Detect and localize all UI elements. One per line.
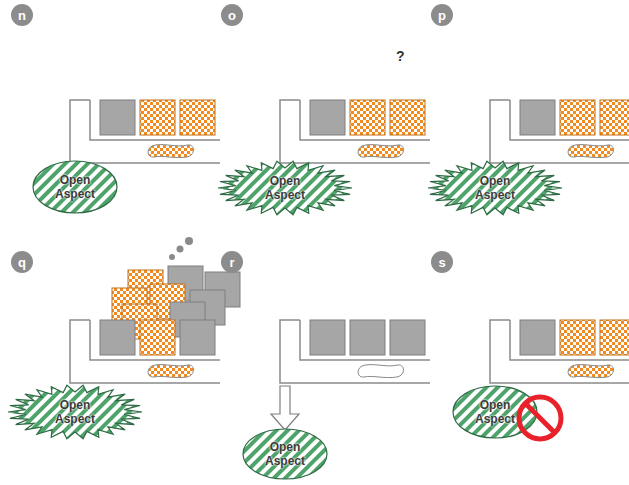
orange-block (390, 100, 425, 135)
tray-r (271, 320, 430, 430)
prohibition-sign (519, 397, 561, 439)
blob (358, 145, 403, 158)
burst-outline (8, 385, 142, 439)
gray-block (180, 320, 215, 355)
tray-frame (70, 320, 220, 383)
gray-block (350, 320, 385, 355)
gray-block (100, 320, 135, 355)
orange-block (350, 100, 385, 135)
open-aspect-text: Open Aspect (260, 440, 310, 468)
open-aspect-text: Open Aspect (50, 173, 100, 201)
tray-frame (490, 100, 629, 163)
question-mark: ? (396, 48, 405, 64)
blob (568, 365, 613, 378)
tray-n (70, 100, 220, 163)
tray-q (70, 237, 240, 383)
orange-block (560, 100, 595, 135)
tray-frame (490, 320, 629, 383)
panel-letter: p (431, 4, 453, 26)
gray-block (310, 100, 345, 135)
down-arrow (271, 386, 299, 430)
tray-s (490, 320, 629, 383)
orange-block (600, 320, 629, 355)
burst-outline (428, 161, 562, 215)
open-aspect-text: Open Aspect (260, 174, 310, 202)
blob (568, 145, 613, 158)
panel-letter: s (431, 251, 453, 273)
panel-letter: o (221, 4, 243, 26)
orange-block (560, 320, 595, 355)
panel-letter: q (11, 251, 33, 273)
tray-frame (280, 320, 430, 383)
panel-letter-text: s (438, 256, 445, 269)
open-aspect-ellipse: Open Aspect (452, 385, 538, 439)
open-aspect-burst: Open Aspect (7, 384, 143, 440)
open-aspect-text: Open Aspect (470, 398, 520, 426)
open-aspect-text: Open Aspect (470, 174, 520, 202)
tray-o (280, 100, 430, 163)
open-aspect-text: Open Aspect (50, 398, 100, 426)
ellipse-outline (243, 429, 327, 479)
panel-letter: r (221, 251, 243, 273)
blob (148, 365, 193, 378)
gray-block (100, 100, 135, 135)
open-aspect-ellipse: Open Aspect (32, 160, 118, 214)
orange-block (140, 100, 175, 135)
panel-letter-text: r (229, 256, 234, 269)
tray-frame (280, 100, 430, 163)
orange-block (180, 100, 215, 135)
burst-outline (218, 161, 352, 215)
gray-block (310, 320, 345, 355)
orange-block (600, 100, 629, 135)
ellipse-outline (33, 161, 117, 213)
ellipse-outline (453, 386, 537, 438)
panel-letter-text: o (228, 9, 236, 22)
panel-letter-text: n (18, 9, 26, 22)
ellipsis-dots (169, 237, 193, 260)
panel-letter-text: p (438, 9, 446, 22)
gray-block (520, 320, 555, 355)
empty-blob (358, 365, 403, 378)
open-aspect-burst: Open Aspect (217, 160, 353, 216)
panel-letter-text: q (18, 256, 26, 269)
panel-letter: n (11, 4, 33, 26)
tray-frame (70, 100, 220, 163)
orange-block (140, 320, 175, 355)
tray-p (490, 100, 629, 163)
open-aspect-ellipse: Open Aspect (242, 428, 328, 480)
gray-block (390, 320, 425, 355)
gray-block (520, 100, 555, 135)
blob (148, 145, 193, 158)
open-aspect-burst: Open Aspect (427, 160, 563, 216)
